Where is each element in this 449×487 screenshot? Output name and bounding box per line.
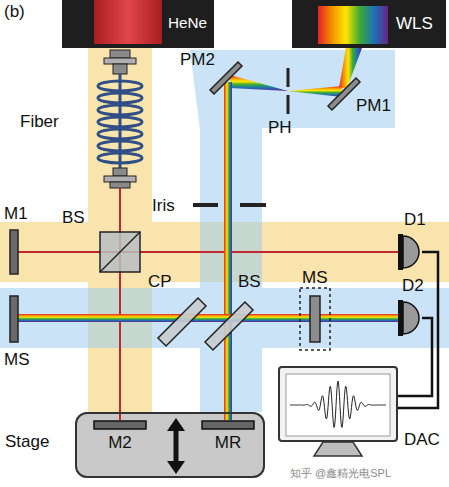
component-label: M2 xyxy=(108,433,132,453)
laser-source: HeNe xyxy=(62,0,214,48)
detector: D2 xyxy=(398,300,422,336)
watermark: 知乎 @鑫精光电SPL xyxy=(290,467,391,480)
panel-label: (b) xyxy=(4,2,25,22)
mirror: M2 xyxy=(93,420,147,456)
stage-fill xyxy=(75,412,265,478)
part-label: MS xyxy=(4,350,30,370)
component-label: WLS xyxy=(396,14,433,34)
part-label: PM2 xyxy=(180,50,215,70)
detector-shape xyxy=(398,234,422,270)
signal-cable xyxy=(398,252,438,408)
component-label: MR xyxy=(215,433,241,453)
part-label: PM1 xyxy=(356,96,391,116)
translation-stage: StageM2MR xyxy=(75,412,265,478)
part-label: CP xyxy=(148,272,172,292)
detector: D1 xyxy=(398,234,422,270)
part-label: M1 xyxy=(4,204,28,224)
component-label: Stage xyxy=(5,432,49,452)
light-source: WLS xyxy=(292,0,446,48)
part-label: Fiber xyxy=(20,112,59,132)
stage-arrow xyxy=(167,418,185,474)
part-label: Iris xyxy=(152,196,175,216)
component-label: DAC xyxy=(404,430,440,450)
optics xyxy=(10,62,360,350)
detector-shape xyxy=(398,300,422,336)
part-label: BS xyxy=(238,272,261,292)
fiber xyxy=(98,50,142,188)
component-label: D2 xyxy=(402,276,424,296)
white-light-beam xyxy=(18,48,398,420)
part-label: MS xyxy=(302,268,328,288)
computer: DAC xyxy=(278,366,398,458)
mirror: MR xyxy=(201,420,255,456)
component-label: D1 xyxy=(404,210,426,230)
monitor-shape xyxy=(278,366,398,458)
component-label: HeNe xyxy=(168,14,207,32)
part-label: BS xyxy=(62,208,85,228)
part-label: PH xyxy=(268,118,292,138)
